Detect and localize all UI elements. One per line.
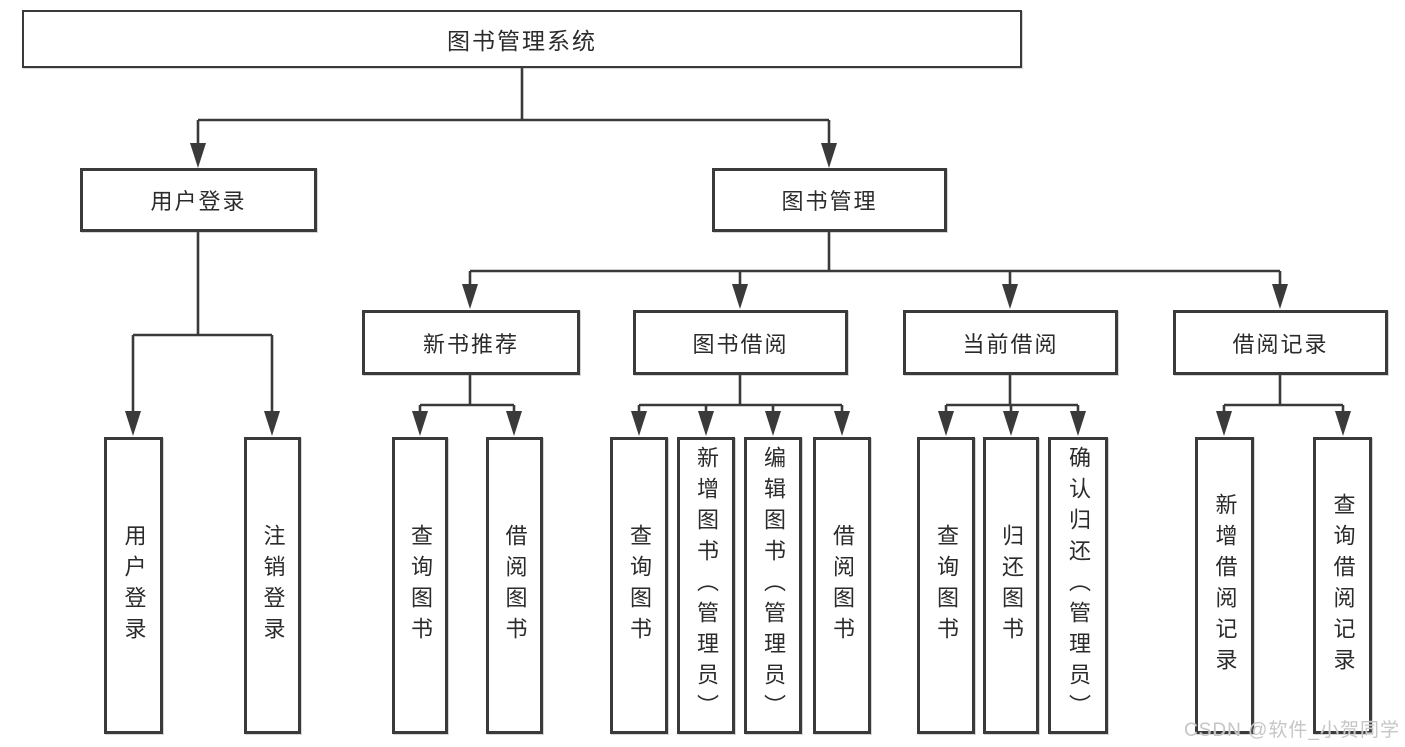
leaf-records-query-borrow-record: 查询借阅记录: [1313, 437, 1372, 734]
leaf-current-query-books: 查询图书: [917, 437, 975, 734]
arrowhead: [190, 143, 206, 168]
leaf-newbook-query-books: 查询图书: [392, 437, 448, 734]
node-book-borrowing: 图书借阅: [633, 310, 848, 375]
arrowhead: [1002, 284, 1018, 309]
node-root-library-management-system: 图书管理系统: [22, 10, 1022, 68]
leaf-current-confirm-return-admin: 确认归还（管理员）: [1048, 437, 1108, 734]
leaf-newbook-borrow-books: 借阅图书: [486, 437, 543, 734]
arrowhead: [125, 411, 141, 436]
node-user-login-branch: 用户登录: [80, 168, 317, 232]
node-book-management: 图书管理: [712, 168, 947, 232]
arrowhead: [412, 411, 428, 436]
arrowhead: [698, 411, 714, 436]
leaf-logout: 注销登录: [244, 437, 301, 734]
arrowhead: [1272, 284, 1288, 309]
node-current-borrowing: 当前借阅: [903, 310, 1118, 375]
arrowhead: [765, 411, 781, 436]
leaf-borrowing-edit-books-admin: 编辑图书（管理员）: [744, 437, 802, 734]
leaf-current-return-books: 归还图书: [983, 437, 1039, 734]
arrowhead: [821, 143, 837, 168]
arrowhead: [732, 284, 748, 309]
leaf-borrowing-borrow-books: 借阅图书: [813, 437, 871, 734]
leaf-borrowing-query-books: 查询图书: [610, 437, 668, 734]
arrowhead: [834, 411, 850, 436]
arrowhead: [506, 411, 522, 436]
arrowhead: [631, 411, 647, 436]
watermark: CSDN @软件_小贺同学: [1184, 720, 1400, 741]
leaf-borrowing-add-books-admin: 新增图书（管理员）: [677, 437, 735, 734]
arrowhead: [264, 411, 280, 436]
leaf-user-login: 用户登录: [104, 437, 163, 734]
arrowhead: [1216, 411, 1232, 436]
arrowhead: [1070, 411, 1086, 436]
arrowhead: [1335, 411, 1351, 436]
leaf-records-add-borrow-record: 新增借阅记录: [1195, 437, 1254, 734]
node-borrowing-records: 借阅记录: [1173, 310, 1388, 375]
node-new-book-recommendation: 新书推荐: [362, 310, 580, 375]
arrowhead: [462, 284, 478, 309]
arrowhead: [1003, 411, 1019, 436]
arrowhead: [938, 411, 954, 436]
